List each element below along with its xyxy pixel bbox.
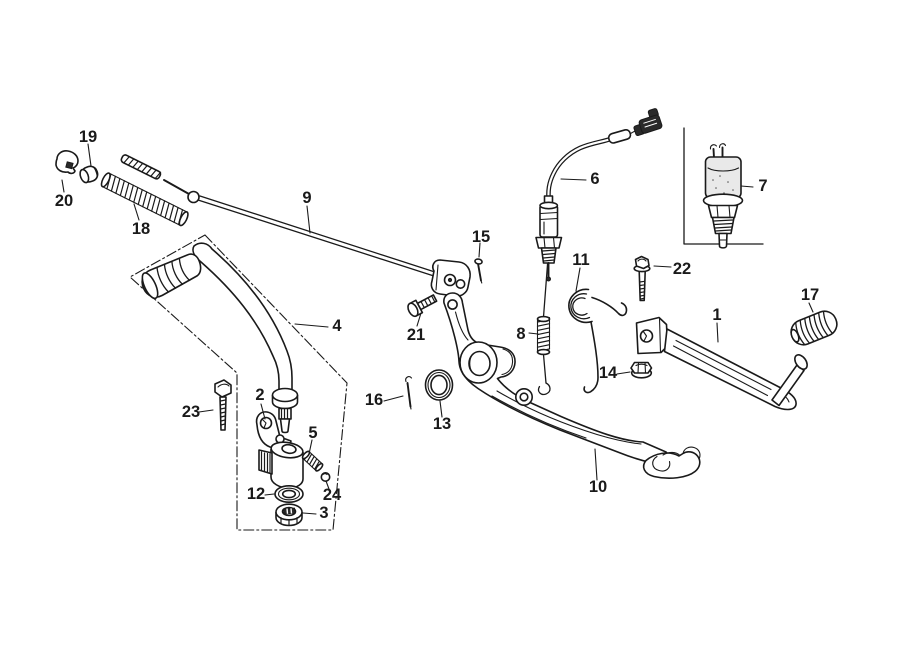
part-20-cap-nut [55,150,79,175]
part-12-washer [274,484,304,503]
part-label-8: 8 [516,325,525,343]
part-13-dust-seal [424,369,454,401]
part-1-stopper-arm [635,316,808,411]
part-label-13: 13 [433,415,451,433]
part-label-10: 10 [589,478,607,496]
part-22-bolt [633,255,651,302]
part-labels: 1 2 3 4 5 6 7 8 9 10 11 12 13 14 15 16 1… [55,128,819,522]
part-label-20: 20 [55,192,73,210]
part-9-brake-rod [120,154,471,297]
part-10-brake-pedal [443,292,701,479]
part-label-11: 11 [572,251,589,269]
part-19-collar [79,165,99,184]
part-label-14: 14 [599,364,618,382]
part-18-spring [100,172,189,227]
part-label-3: 3 [319,504,328,522]
part-label-21: 21 [407,326,425,344]
part-7-switch [702,143,744,249]
part-label-18: 18 [132,220,150,238]
part-label-22: 22 [673,260,691,278]
part-23-bolt [214,379,232,431]
part-label-15: 15 [472,228,490,246]
part-14-nut [630,361,653,379]
reference-bracket [683,127,764,245]
part-24-ball [320,471,331,482]
part-label-6: 6 [590,170,599,188]
part-6-stop-switch-cable [535,108,663,282]
part-16-pin [405,376,413,410]
leader-lines [61,143,814,515]
part-label-9: 9 [302,189,311,207]
part-label-16: 16 [365,391,383,409]
part-label-2: 2 [255,386,264,404]
part-11-torsion-spring [568,288,628,394]
part-5-spring [301,450,324,472]
part-label-4: 4 [332,317,342,335]
part-label-24: 24 [323,486,342,504]
part-21-bolt [407,294,438,318]
part-17-pedal-rubber [790,310,838,346]
part-label-7: 7 [758,177,767,195]
part-4-kick-lever [141,242,299,434]
part-label-19: 19 [79,128,97,146]
part-label-12: 12 [247,485,265,503]
part-label-17: 17 [801,286,819,304]
part-label-1: 1 [712,306,721,324]
part-label-5: 5 [308,424,317,442]
cable-connector [633,108,663,137]
part-3-nut [275,503,303,527]
part-label-23: 23 [182,403,200,421]
assembly-chain-outline [129,234,348,531]
part-15-pin [474,258,483,284]
part-2-joint-holder [255,411,304,489]
